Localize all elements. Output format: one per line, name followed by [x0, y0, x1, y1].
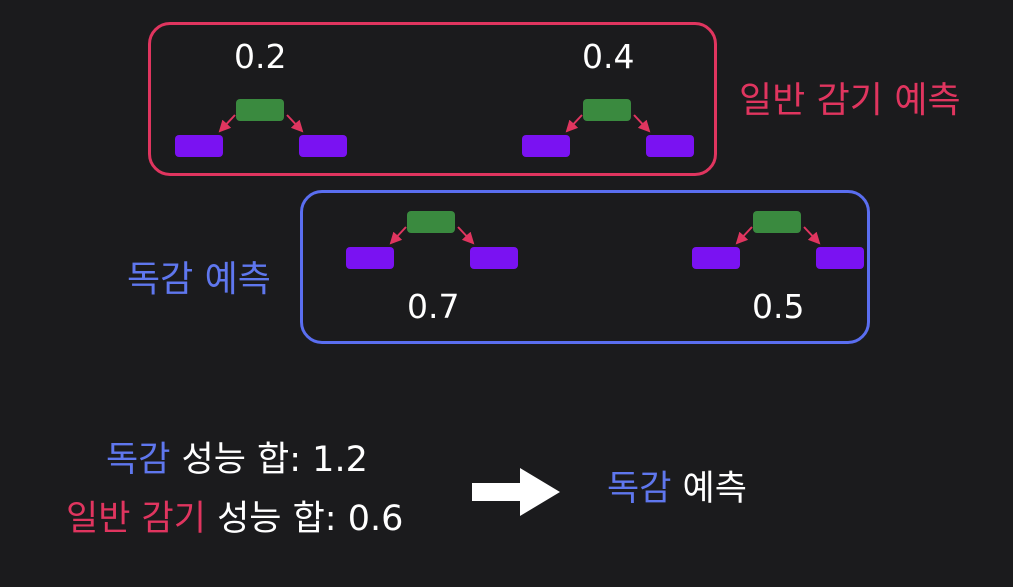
tree-root-node	[753, 211, 801, 233]
cold-name: 일반 감기	[66, 499, 206, 539]
tree-left-leaf	[175, 135, 223, 157]
cold-performance-sum: 일반 감기 성능 합: 0.6	[66, 502, 403, 537]
tree-edges	[735, 226, 821, 245]
flu-name: 독감	[106, 440, 171, 480]
cold-score-2: 0.4	[582, 37, 635, 76]
cold-sum-text: 성능 합: 0.6	[205, 499, 404, 539]
flu-performance-sum: 독감 성능 합: 1.2	[106, 443, 368, 478]
final-predict-text: 예측	[671, 469, 747, 509]
flu-sum-text: 성능 합: 1.2	[170, 440, 368, 480]
flu-prediction-label: 독감 예측	[127, 259, 271, 300]
flu-score-1: 0.7	[407, 287, 460, 326]
tree-diagram	[346, 211, 518, 273]
tree-edges	[218, 114, 304, 133]
tree-edges	[565, 114, 651, 133]
tree-right-leaf	[470, 247, 518, 269]
tree-root-node	[236, 99, 284, 121]
tree-diagram	[175, 99, 347, 161]
tree-diagram	[522, 99, 694, 161]
right-arrow-icon	[472, 468, 560, 516]
tree-left-leaf	[692, 247, 740, 269]
flu-prediction-box	[300, 190, 870, 344]
tree-left-leaf	[346, 247, 394, 269]
tree-root-node	[583, 99, 631, 121]
final-flu-name: 독감	[607, 469, 672, 509]
tree-root-node	[407, 211, 455, 233]
tree-diagram	[692, 211, 864, 273]
tree-right-leaf	[646, 135, 694, 157]
flu-score-2: 0.5	[752, 287, 805, 326]
final-prediction: 독감 예측	[607, 472, 747, 507]
cold-score-1: 0.2	[234, 37, 287, 76]
tree-right-leaf	[816, 247, 864, 269]
cold-prediction-box	[148, 22, 717, 176]
tree-edges	[389, 226, 475, 245]
cold-prediction-label: 일반 감기 예측	[739, 80, 961, 121]
tree-right-leaf	[299, 135, 347, 157]
tree-left-leaf	[522, 135, 570, 157]
